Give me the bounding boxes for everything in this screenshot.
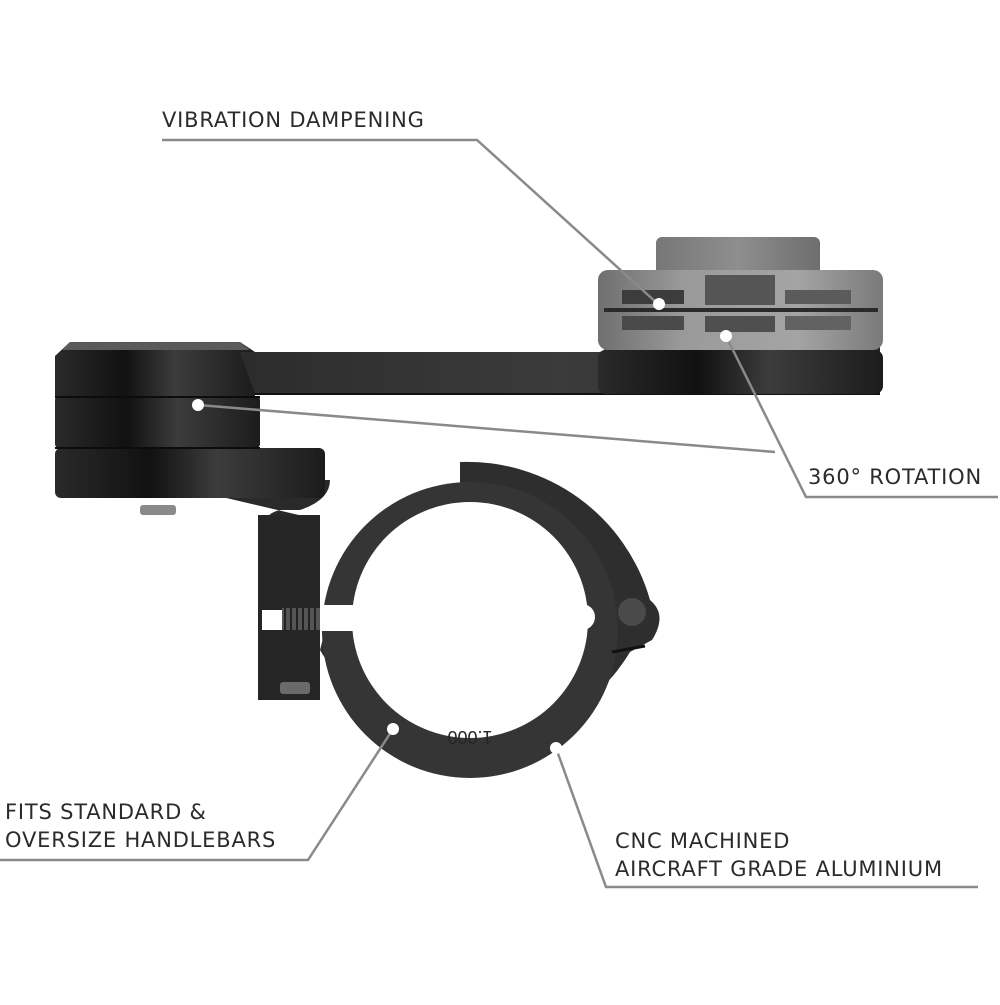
- clamp-screw-icon: [282, 608, 322, 630]
- callout-360-rotation: 360° ROTATION: [808, 463, 982, 491]
- callout-lines: [0, 138, 998, 889]
- callout-line-handlebars: [0, 728, 395, 862]
- phone-adapter: [598, 237, 883, 394]
- size-engraving: 1.000: [447, 727, 492, 747]
- callout-line-vibration: [162, 138, 659, 305]
- clamp-bracket: [140, 480, 332, 700]
- callout-line-rotation-pivot: [197, 403, 776, 454]
- callout-text: 360° ROTATION: [808, 465, 982, 489]
- marker-dot-handlebars: [387, 723, 399, 735]
- callout-text-line-1: FITS STANDARD &: [5, 800, 207, 824]
- callout-vibration-dampening: VIBRATION DAMPENING: [162, 106, 425, 134]
- marker-dot-rotation-pivot: [192, 399, 204, 411]
- marker-dot-vibration: [653, 298, 665, 310]
- callout-cnc-aluminium: CNC MACHINED AIRCRAFT GRADE ALUMINIUM: [615, 827, 943, 883]
- marker-dot-material: [550, 742, 562, 754]
- callout-handlebar-fit: FITS STANDARD & OVERSIZE HANDLEBARS: [5, 798, 276, 854]
- callout-line-material: [554, 747, 978, 889]
- callout-text-line-2: AIRCRAFT GRADE ALUMINIUM: [615, 857, 943, 881]
- marker-dot-rotation-head: [720, 330, 732, 342]
- clamp-ring: 1.000: [320, 461, 660, 778]
- pivot-stack: [55, 342, 325, 498]
- callout-line-rotation-top: [724, 335, 998, 499]
- callout-text: VIBRATION DAMPENING: [162, 108, 425, 132]
- callout-text-line-2: OVERSIZE HANDLEBARS: [5, 828, 277, 852]
- callout-text-line-1: CNC MACHINED: [615, 829, 791, 853]
- callout-markers: [192, 298, 732, 754]
